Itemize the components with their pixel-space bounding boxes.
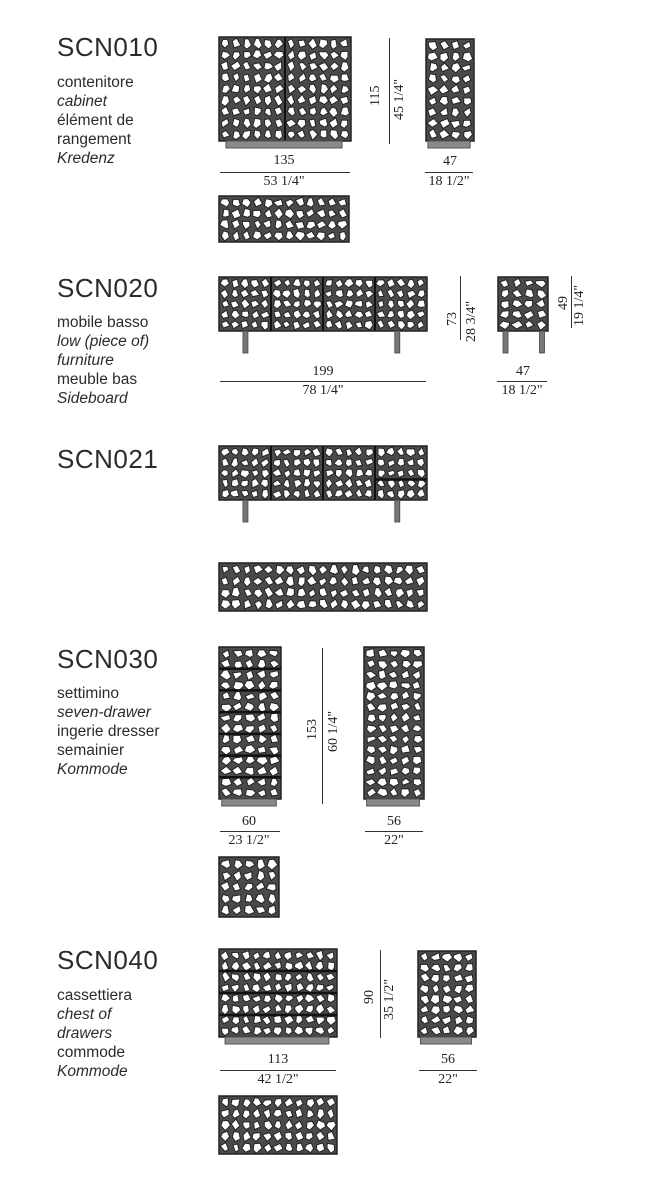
desc-line: furniture (57, 352, 114, 369)
front-view-drawing (218, 36, 352, 149)
depth-cm: 47 (443, 154, 457, 169)
height-in: 35 1/2" (382, 978, 397, 1020)
desc-line: low (piece of) (57, 333, 150, 350)
width-in: 78 1/4" (302, 383, 344, 398)
side-height-in: 19 1/4" (572, 284, 587, 326)
height-line (460, 276, 461, 340)
desc-line: Kommode (57, 761, 128, 778)
height-cm: 115 (368, 85, 383, 106)
width-line (220, 1070, 336, 1071)
top-view-drawing (218, 1095, 338, 1155)
desc-line: cabinet (57, 93, 107, 110)
product-description: cassettiera chest of drawers commode Kom… (57, 986, 132, 1081)
desc-line: Sideboard (57, 390, 128, 407)
desc-line: mobile basso (57, 314, 149, 331)
product-description: mobile basso low (piece of) furniture me… (57, 313, 149, 408)
side-view-drawing (363, 646, 425, 807)
height-line (380, 950, 381, 1038)
desc-line: commode (57, 1044, 126, 1061)
desc-line: meuble bas (57, 371, 138, 388)
top-view-drawing (218, 195, 350, 243)
depth-line (365, 831, 423, 832)
width-cm: 113 (267, 1052, 289, 1067)
top-view-drawing (218, 856, 280, 918)
desc-line: drawers (57, 1025, 113, 1042)
depth-line (419, 1070, 477, 1071)
width-line (220, 381, 426, 382)
depth-cm: 56 (441, 1052, 455, 1067)
side-height-cm: 49 (556, 296, 571, 310)
side-view-drawing (425, 38, 475, 149)
product-description: settimino seven-drawer ingerie dresser s… (57, 684, 160, 779)
depth-in: 18 1/2" (428, 174, 470, 189)
depth-line (425, 172, 473, 173)
desc-line: Kredenz (57, 150, 115, 167)
product-code: SCN040 (57, 945, 159, 975)
desc-line: cassettiera (57, 987, 132, 1004)
height-cm: 153 (305, 719, 320, 740)
depth-cm: 56 (387, 814, 401, 829)
side-view-drawing (497, 276, 549, 354)
depth-cm: 47 (516, 364, 530, 379)
height-line (389, 38, 390, 144)
desc-line: settimino (57, 685, 120, 702)
height-cm: 90 (362, 990, 377, 1004)
top-view-drawing (218, 562, 428, 612)
depth-in: 22" (438, 1072, 458, 1087)
product-code: SCN010 (57, 32, 159, 62)
desc-line: ingerie dresser (57, 723, 160, 740)
width-cm: 60 (242, 814, 256, 829)
depth-in: 22" (384, 833, 404, 848)
desc-line: seven-drawer (57, 704, 151, 721)
width-line (220, 172, 350, 173)
height-in: 28 3/4" (464, 300, 479, 342)
width-cm: 199 (312, 364, 334, 379)
product-code: SCN020 (57, 273, 159, 303)
width-cm: 135 (273, 153, 295, 168)
desc-line: élément de (57, 112, 134, 129)
width-in: 53 1/4" (263, 174, 305, 189)
depth-in: 18 1/2" (501, 383, 543, 398)
width-in: 42 1/2" (257, 1072, 299, 1087)
side-view-drawing (417, 950, 477, 1045)
height-line (322, 648, 323, 804)
desc-line: chest of (57, 1006, 112, 1023)
product-code: SCN030 (57, 644, 159, 674)
desc-line: Kommode (57, 1063, 128, 1080)
desc-line: contenitore (57, 74, 134, 91)
desc-line: semainier (57, 742, 125, 759)
front-view-drawing (218, 646, 282, 807)
depth-line (497, 381, 547, 382)
height-cm: 73 (445, 312, 460, 326)
width-line (220, 831, 280, 832)
front-view-drawing (218, 948, 338, 1045)
desc-line: rangement (57, 131, 132, 148)
side-height-line (571, 276, 572, 328)
front-view-drawing (218, 445, 428, 523)
height-in: 45 1/4" (392, 78, 407, 120)
width-in: 23 1/2" (228, 833, 270, 848)
product-code: SCN021 (57, 444, 159, 474)
product-description: contenitore cabinet élément de rangement… (57, 73, 134, 168)
height-in: 60 1/4" (326, 710, 341, 752)
front-view-drawing (218, 276, 428, 354)
